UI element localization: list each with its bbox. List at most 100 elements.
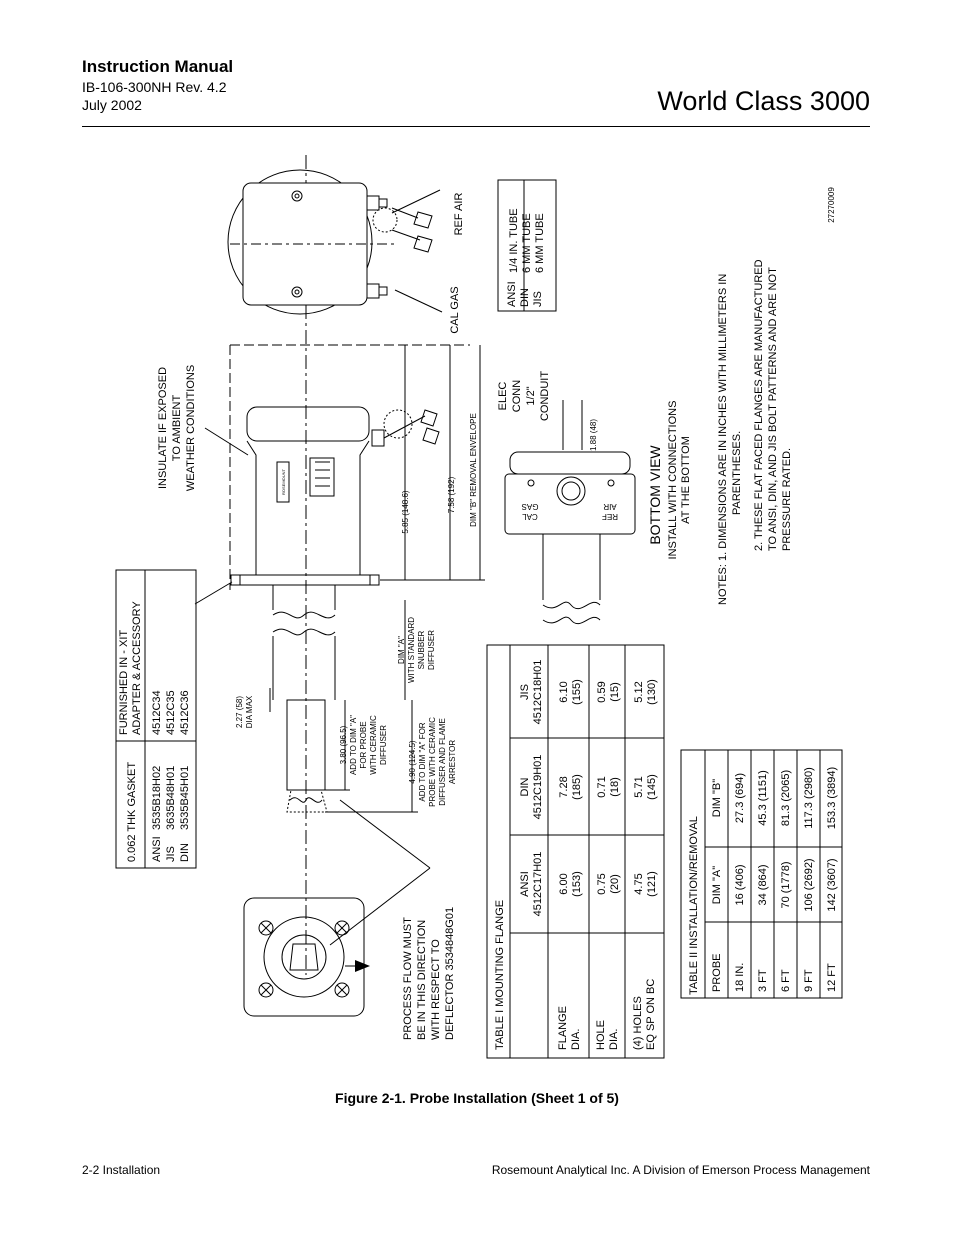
drawing-number: 27270009 — [827, 187, 836, 223]
install-r1-dim-a: 16 (406) — [734, 865, 746, 906]
note-2-cont-1: TO ANSI, DIN, AND JIS BOLT PATTERNS AND … — [767, 267, 779, 551]
port-cal-label-2: GAS — [522, 502, 539, 511]
note-2: 2. THESE FLAT FACED FLANGES ARE MANUFACT… — [753, 259, 765, 551]
tube-std-din: DIN — [519, 288, 531, 307]
dim-1-88: 1.88 (48) — [589, 419, 598, 451]
flange-row1-jis: 6.10 — [558, 681, 570, 702]
flange-col-din-part: 4512C19H01 — [532, 755, 544, 820]
tube-size-din: 6 MM TUBE — [521, 213, 533, 273]
dim-7-58: 7.58 (192) — [447, 476, 456, 513]
flange-row3-din-mm: (145) — [646, 774, 658, 800]
install-note-line-2: AT THE BOTTOM — [680, 436, 692, 524]
flange-row3-label-2: EQ SP ON BC — [645, 979, 657, 1050]
install-r2-dim-b: 45.3 (1151) — [757, 770, 769, 825]
tube-std-ansi: ANSI — [506, 281, 518, 307]
flange-row3-ansi-mm: (121) — [646, 871, 658, 897]
flange-col-jis: JIS — [519, 684, 531, 700]
install-note-line-1: INSTALL WITH CONNECTIONS — [667, 401, 679, 560]
flange-col-ansi-part: 4512C17H01 — [532, 852, 544, 917]
note-2-cont-2: PRESSURE RATED. — [781, 448, 793, 551]
dim-3-80: 3.80 (96.5) — [339, 725, 348, 764]
dim-a-std-3: SNUBBER — [417, 630, 426, 669]
install-r4-dim-a: 106 (2692) — [803, 858, 815, 911]
install-r4-dim-b: 117.3 (2980) — [803, 767, 815, 829]
header-rule — [82, 126, 870, 127]
dim-2-27: 2.27 (58) — [235, 696, 244, 728]
ref-air-label: REF AIR — [453, 193, 465, 236]
gasket-col1-header: 0.062 THK GASKET — [126, 762, 138, 862]
dim-3-80-l4: WITH CERAMIC — [369, 715, 378, 775]
flange-row3-jis: 5.12 — [633, 681, 645, 702]
dim-2-27-dia: DIA MAX — [245, 695, 254, 728]
install-table-title: TABLE II INSTALLATION/REMOVAL — [688, 816, 700, 995]
install-r4-probe: 9 FT — [803, 969, 815, 992]
dim-4-90: 4.90 (124.5) — [408, 740, 417, 783]
dim-b-envelope: DIM "B" REMOVAL ENVELOPE — [469, 413, 478, 527]
gasket-acc-ansi: 4512C34 — [151, 690, 163, 735]
gasket-std-jis: JIS — [165, 846, 177, 862]
flange-row2-ansi: 0.75 — [596, 873, 608, 894]
flange-row3-din: 5.71 — [633, 776, 645, 797]
gasket-col2-header-2: ADAPTER & ACCESSORY — [131, 601, 143, 735]
flange-row1-jis-mm: (155) — [571, 679, 583, 705]
brand-plate: ROSEMOUNT — [281, 468, 286, 495]
flange-row2-label-1: HOLE — [595, 1020, 607, 1050]
install-header-dim-a: DIM "A" — [711, 866, 723, 904]
flange-row1-label-1: FLANGE — [557, 1006, 569, 1050]
figure-caption: Figure 2-1. Probe Installation (Sheet 1 … — [335, 1090, 619, 1106]
elec-conn-line-3: 1/2" — [525, 386, 537, 405]
dim-4-90-l4: DIFFUSER AND FLAME — [438, 718, 447, 806]
flange-row1-ansi: 6.00 — [558, 873, 570, 894]
bottom-view-title: BOTTOM VIEW — [647, 445, 663, 545]
flange-col-din: DIN — [519, 777, 531, 796]
install-r5-dim-a: 142 (3607) — [826, 858, 838, 911]
dim-5-85: 5.85 (148.6) — [401, 490, 410, 533]
process-flow-line-4: DEFLECTOR 3534848G01 — [444, 907, 456, 1040]
install-r3-dim-b: 81.3 (2065) — [780, 770, 792, 826]
flange-row1-ansi-mm: (153) — [571, 871, 583, 897]
process-flow-line-1: PROCESS FLOW MUST — [402, 917, 414, 1040]
dim-3-80-l3: FOR PROBE — [359, 721, 368, 768]
dim-4-90-l5: ARRESTOR — [448, 740, 457, 785]
dim-a-std-2: WITH STANDARD — [407, 617, 416, 683]
gasket-part-din: 3535B45H01 — [179, 766, 191, 830]
flange-row1-label-2: DIA. — [570, 1029, 582, 1050]
gasket-acc-din: 4512C36 — [179, 690, 191, 735]
port-cal-label-1: CAL — [522, 512, 538, 521]
install-header-probe: PROBE — [711, 953, 723, 992]
footer-company: Rosemount Analytical Inc. A Division of … — [491, 1163, 870, 1177]
gasket-std-din: DIN — [179, 843, 191, 862]
gasket-acc-jis: 4512C35 — [165, 690, 177, 735]
doc-number: IB-106-300NH Rev. 4.2 — [82, 79, 227, 95]
dim-a-std-1: DIM "A" — [397, 636, 406, 664]
gasket-std-ansi: ANSI — [151, 836, 163, 862]
flange-row1-din: 7.28 — [558, 776, 570, 797]
flange-row2-jis-mm: (15) — [609, 682, 621, 702]
note-1: NOTES: 1. DIMENSIONS ARE IN INCHES WITH … — [717, 274, 729, 605]
gasket-part-jis: 3635B48H01 — [165, 766, 177, 830]
insulate-line-3: WEATHER CONDITIONS — [185, 365, 197, 491]
install-r5-dim-b: 153.3 (3894) — [826, 767, 838, 829]
process-flow-line-3: WITH RESPECT TO — [430, 939, 442, 1040]
insulate-line-2: TO AMBIENT — [171, 395, 183, 462]
tube-std-jis: JIS — [532, 291, 544, 307]
flange-col-ansi: ANSI — [519, 871, 531, 897]
install-r1-dim-b: 27.3 (694) — [734, 773, 746, 823]
install-r3-probe: 6 FT — [780, 969, 792, 992]
dim-4-90-l3: PROBE WITH CERAMIC — [428, 717, 437, 807]
flange-table-title: TABLE I MOUNTING FLANGE — [494, 900, 506, 1050]
flange-col-jis-part: 4512C18H01 — [532, 660, 544, 725]
elec-conn-line-4: CONDUIT — [539, 371, 551, 421]
install-r1-probe: 18 IN. — [734, 963, 746, 992]
flange-row3-label-1: (4) HOLES — [632, 996, 644, 1050]
install-r2-probe: 3 FT — [757, 969, 769, 992]
tube-size-jis: 6 MM TUBE — [534, 213, 546, 273]
tube-size-ansi: 1/4 IN. TUBE — [508, 208, 520, 273]
elec-conn-line-1: ELEC — [497, 382, 509, 411]
dim-4-90-l2: ADD TO DIM "A" FOR — [418, 722, 427, 801]
flange-row2-din-mm: (18) — [609, 777, 621, 797]
install-r5-probe: 12 FT — [826, 963, 838, 992]
port-ref-label-1: REF — [602, 512, 618, 521]
flange-row3-ansi: 4.75 — [633, 873, 645, 894]
